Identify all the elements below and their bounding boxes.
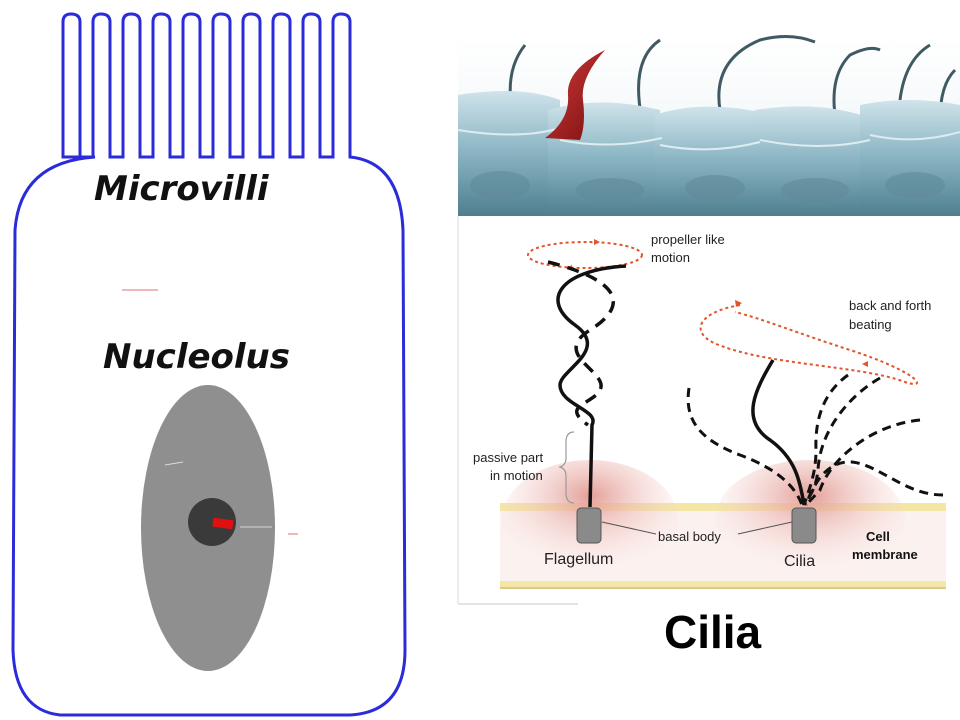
- nucleolus: [188, 498, 236, 546]
- nucleolus-label: Nucleolus: [103, 337, 290, 377]
- passive-part-label-line1: passive part: [473, 450, 543, 465]
- pointer-line-small: [164, 461, 184, 466]
- cilia-title: Cilia: [664, 606, 762, 658]
- tissue-illustration: [457, 35, 960, 216]
- right-panel: propeller like motion back and forth bea…: [457, 35, 960, 658]
- cell-membrane-label-line2: membrane: [852, 547, 918, 562]
- cell-membrane: [500, 460, 946, 589]
- cilia-small-label: Cilia: [784, 553, 815, 570]
- flagellum-basal-body: [576, 507, 602, 544]
- cell-membrane-label-line1: Cell: [866, 529, 890, 544]
- microvilli-label: Microvilli: [94, 169, 270, 209]
- left-panel: Microvilli Nucleolus: [11, 12, 407, 717]
- flagellum-label: Flagellum: [544, 551, 613, 568]
- cell-outline: [11, 12, 407, 717]
- basal-body-label: basal body: [658, 529, 721, 544]
- primary-cilium: [545, 50, 605, 140]
- back-forth-label-line1: back and forth: [849, 298, 931, 313]
- cilia-diagram: [686, 300, 944, 544]
- back-forth-label-line2: beating: [849, 317, 892, 332]
- flagellum-diagram: [527, 239, 643, 544]
- passive-part-label-line2: in motion: [490, 468, 543, 483]
- cilia-basal-body: [791, 507, 817, 544]
- nucleolus-marker: [212, 517, 234, 530]
- propeller-label-line1: propeller like: [651, 232, 725, 247]
- propeller-label-line2: motion: [651, 250, 690, 265]
